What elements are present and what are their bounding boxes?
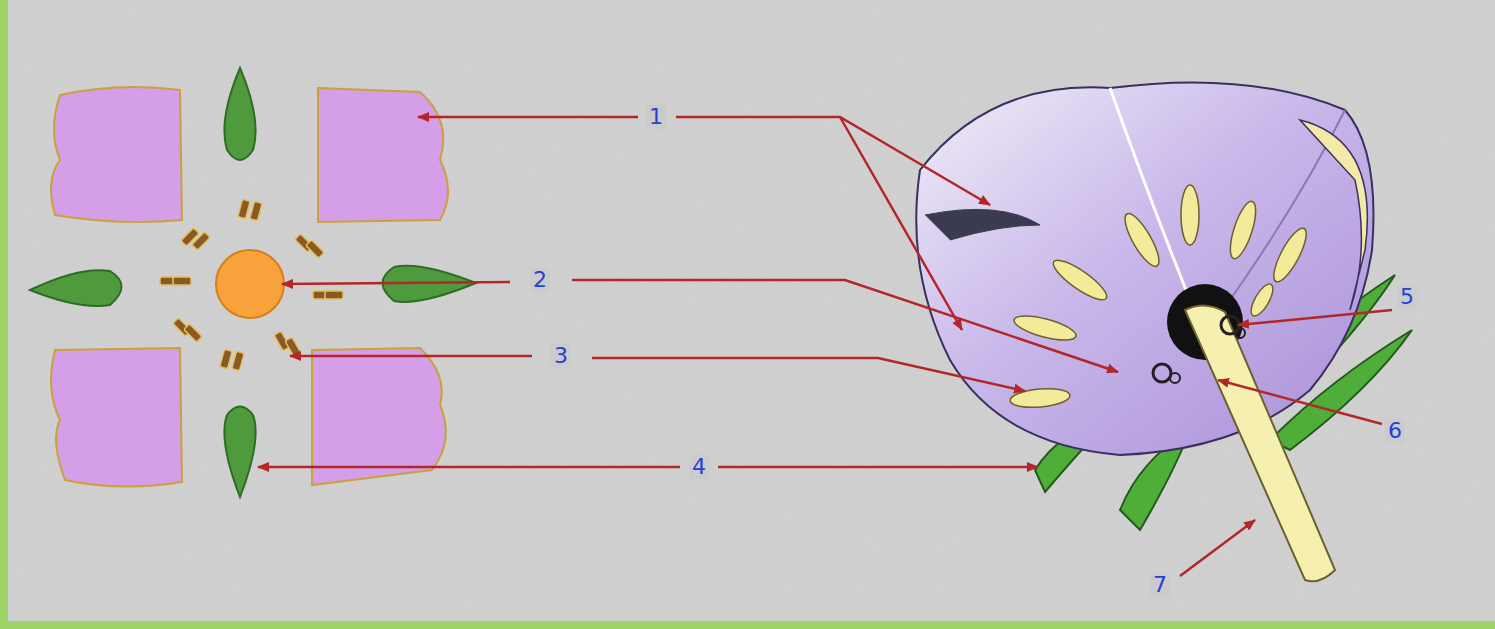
callout-holder: 7 bbox=[1150, 573, 1170, 597]
callout-number: 2 bbox=[530, 268, 550, 292]
callout-number: 6 bbox=[1385, 419, 1405, 443]
callout-holder: 1 bbox=[646, 105, 666, 129]
ground bbox=[8, 0, 1495, 621]
callout-holder: 3 bbox=[551, 344, 571, 368]
ovary bbox=[216, 250, 284, 318]
callout-number: 5 bbox=[1397, 285, 1417, 309]
callout-number: 1 bbox=[646, 105, 666, 129]
leader-lines bbox=[258, 117, 1392, 576]
callout-holder: 2 bbox=[530, 268, 550, 292]
stamens bbox=[160, 199, 343, 370]
texture bbox=[8, 0, 1495, 621]
callout-holder: 5 bbox=[1397, 285, 1417, 309]
callout-holder: 6 bbox=[1385, 419, 1405, 443]
flower-section bbox=[916, 82, 1412, 581]
callout-number: 7 bbox=[1150, 573, 1170, 597]
callout-holder: 4 bbox=[689, 455, 709, 479]
callout-number: 4 bbox=[689, 455, 709, 479]
callout-number: 3 bbox=[551, 344, 571, 368]
